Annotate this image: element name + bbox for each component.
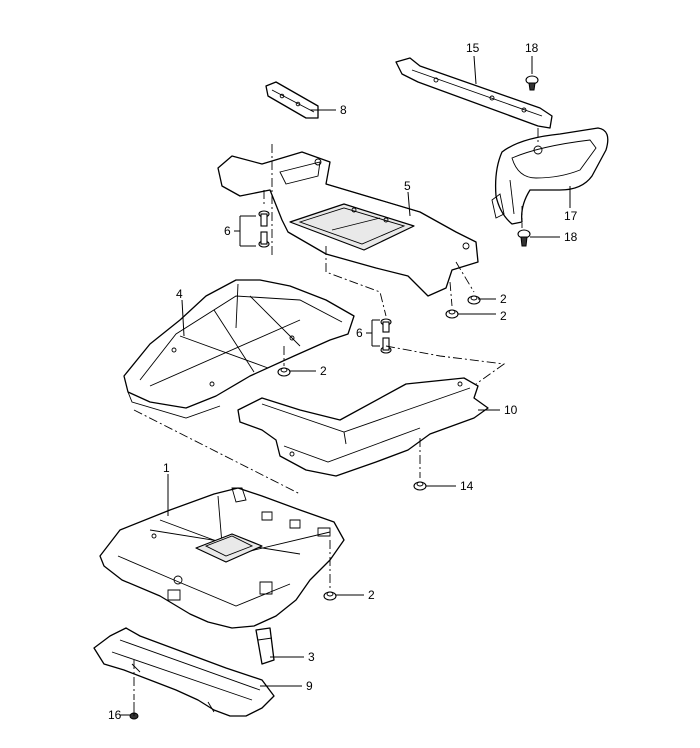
callout-18-lower: 18 xyxy=(564,230,578,244)
fastener-18-upper xyxy=(525,75,539,91)
callout-15: 14 xyxy=(460,479,474,493)
screw-9 xyxy=(129,702,139,720)
callout-14: 10 xyxy=(504,403,518,417)
callout-3: 3 xyxy=(308,650,315,664)
callout-5: 5 xyxy=(404,179,411,193)
nut-15 xyxy=(413,481,427,491)
assembly-lines xyxy=(133,128,539,700)
callout-2-b: 2 xyxy=(500,309,507,323)
part-8-strip xyxy=(265,81,319,119)
callout-labels: 15 18 8 5 17 18 6 6 4 2 2 2 10 14 1 2 3 … xyxy=(108,41,578,722)
part-1-underbody-panel xyxy=(99,487,345,629)
callout-6-upper: 6 xyxy=(224,224,231,238)
part-14-bracket xyxy=(237,377,489,477)
callout-16: 15 xyxy=(466,41,480,55)
leader-lines xyxy=(120,55,571,716)
callout-10: 9 xyxy=(306,679,313,693)
nut-2-c xyxy=(277,367,291,377)
part-16-bracket xyxy=(395,57,553,129)
callout-18-upper: 18 xyxy=(525,41,539,55)
part-4-tray xyxy=(123,279,355,419)
fastener-6-lower-a xyxy=(380,318,392,333)
callout-17: 17 xyxy=(564,209,578,223)
part-3-clip xyxy=(255,627,275,665)
fastener-6-upper-a xyxy=(258,210,270,227)
callout-2-a: 2 xyxy=(500,292,507,306)
fastener-6-upper-b xyxy=(258,231,270,248)
callout-6-lower: 6 xyxy=(356,326,363,340)
callout-9: 16 xyxy=(108,708,122,722)
callout-4: 4 xyxy=(176,287,183,301)
fastener-6-lower-b xyxy=(380,337,392,354)
callout-1: 1 xyxy=(163,461,170,475)
nut-2-b xyxy=(445,309,459,319)
nut-2-a xyxy=(467,295,481,305)
fastener-18-lower xyxy=(517,229,531,247)
callout-8: 8 xyxy=(340,103,347,117)
part-5-frame-panel xyxy=(217,151,479,297)
callout-2-d: 2 xyxy=(368,588,375,602)
callout-2-c: 2 xyxy=(320,364,327,378)
part-10-front-panel xyxy=(93,627,275,717)
part-17-duct xyxy=(491,127,609,225)
nut-2-d xyxy=(323,591,337,601)
